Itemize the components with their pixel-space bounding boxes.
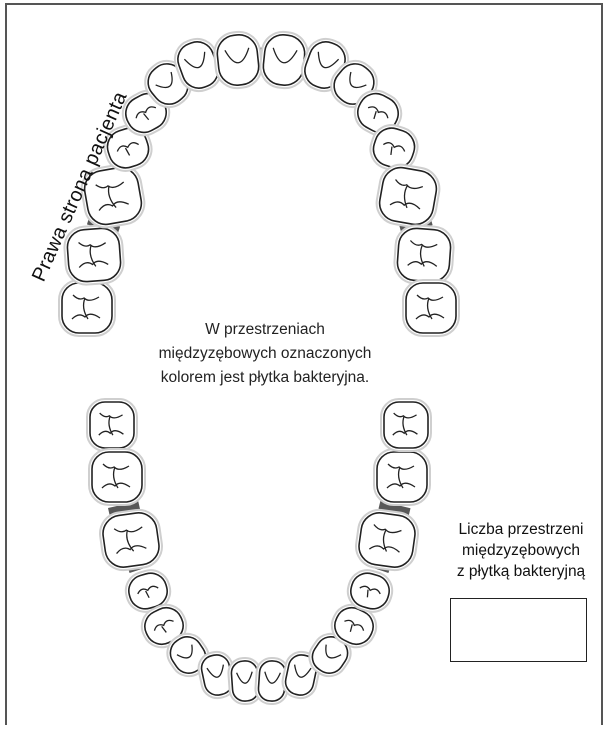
plaque-note-line-3: kolorem jest płytka bakteryjna. <box>120 366 410 390</box>
plaque-count-label-line-1: Liczba przestrzeni <box>436 519 606 540</box>
lower-right-third-molar <box>87 399 137 451</box>
upper-left-second-molar <box>393 224 455 286</box>
lower-left-second-molar <box>374 449 430 505</box>
upper-left-third-molar <box>403 280 459 336</box>
upper-left-first-molar <box>373 161 443 231</box>
plaque-note-line-2: międzyzębowych oznaczonych <box>120 342 410 366</box>
lower-left-third-molar <box>381 399 431 451</box>
lower-right-first-molar <box>97 507 164 573</box>
plaque-note: W przestrzeniach międzyzębowych oznaczon… <box>120 318 410 390</box>
upper-left-central-incisor <box>258 30 310 91</box>
lower-right-second-molar <box>89 449 145 505</box>
plaque-count-label-line-3: z płytką bakteryjną <box>436 561 606 582</box>
lower-left-first-molar <box>353 507 420 573</box>
upper-right-second-molar <box>63 224 125 286</box>
plaque-count-label-line-2: międzyzębowych <box>436 540 606 561</box>
upper-right-third-molar <box>59 280 115 336</box>
plaque-count-label: Liczba przestrzeni międzyzębowych z płyt… <box>436 519 606 582</box>
plaque-note-line-1: W przestrzeniach <box>120 318 410 342</box>
upper-right-central-incisor <box>212 30 264 91</box>
plaque-count-answer-box[interactable] <box>450 598 587 662</box>
